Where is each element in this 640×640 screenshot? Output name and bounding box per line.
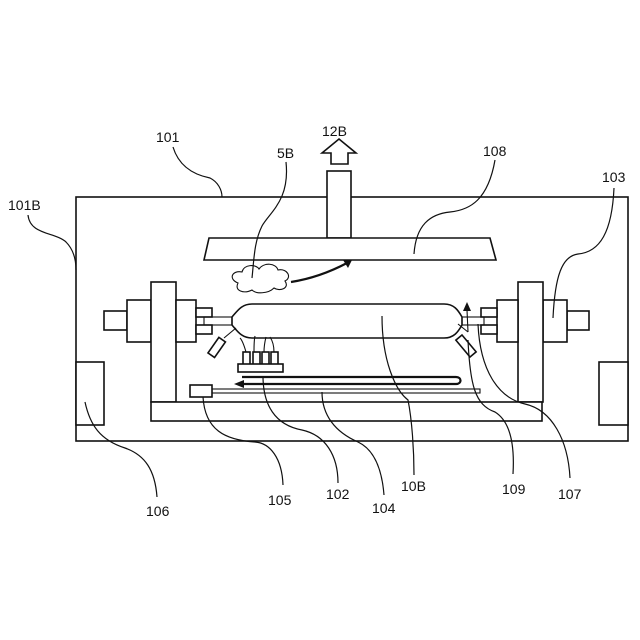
label-103: 103 [602, 169, 626, 185]
label-10B: 10B [401, 478, 426, 494]
left-collet-top [196, 308, 212, 317]
right-support-post [518, 282, 543, 402]
hood [204, 238, 496, 260]
right-chuck [497, 300, 518, 342]
label-101: 101 [156, 129, 180, 145]
label-108: 108 [483, 143, 507, 159]
label-102: 102 [326, 486, 350, 502]
label-12B: 12B [322, 123, 347, 139]
left-side-block [76, 362, 104, 425]
label-104: 104 [372, 500, 396, 516]
left-collet-bottom [196, 325, 212, 334]
carriage [190, 385, 212, 397]
label-106: 106 [146, 503, 170, 519]
left-chuck [176, 300, 196, 342]
label-101B: 101B [8, 197, 41, 213]
label-105: 105 [268, 492, 292, 508]
label-107: 107 [558, 486, 582, 502]
label-109: 109 [502, 481, 526, 497]
left-support-post [151, 282, 176, 402]
left-motor-cap [104, 311, 127, 330]
right-collet-bottom [481, 325, 497, 334]
exhaust-arrow [322, 139, 356, 164]
exhaust-duct [327, 171, 351, 238]
right-motor-cap [567, 311, 589, 330]
right-collet-top [481, 308, 497, 317]
right-side-block [599, 362, 628, 425]
right-motor [543, 300, 567, 342]
label-5B: 5B [277, 145, 294, 161]
left-motor [127, 300, 151, 342]
